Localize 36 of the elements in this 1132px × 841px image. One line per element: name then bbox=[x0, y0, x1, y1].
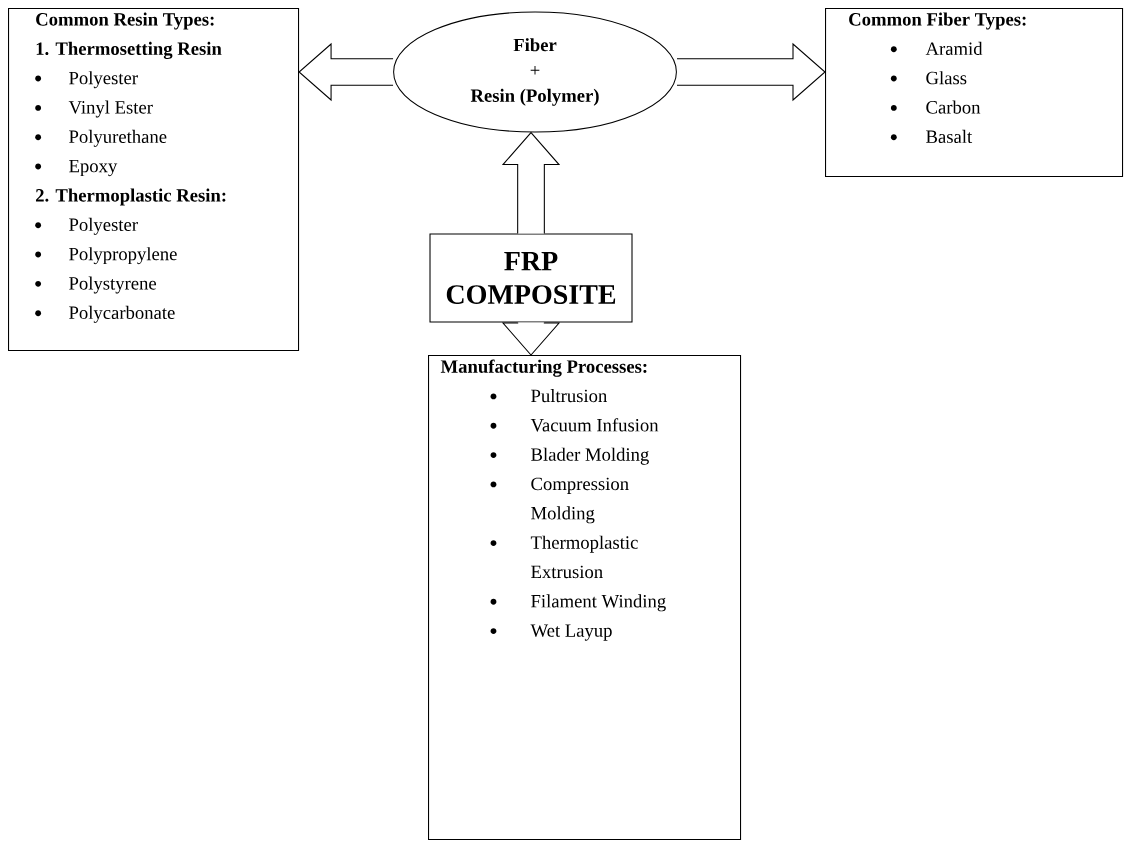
ellipse-label: Resin (Polymer) bbox=[470, 88, 599, 106]
list-item: Vinyl Ester bbox=[35, 100, 153, 118]
box-heading: Manufacturing Processes: bbox=[440, 359, 647, 377]
list-item: Filament Winding bbox=[490, 594, 666, 612]
list-box bbox=[825, 8, 1124, 178]
list-item: Carbon bbox=[890, 100, 981, 114]
box-heading: 2. Thermoplastic Resin: bbox=[36, 188, 226, 206]
list-item: Basalt bbox=[890, 129, 973, 143]
list-item: Aramid bbox=[890, 41, 983, 55]
list-item: Blader Molding bbox=[490, 447, 649, 465]
list-item: Polypropylene bbox=[35, 247, 177, 265]
title-box: FRP COMPOSITE bbox=[429, 233, 633, 323]
list-item: Polycarbonate bbox=[35, 305, 175, 323]
list-item: Polyester bbox=[35, 217, 138, 235]
box-heading: 1. Thermosetting Resin bbox=[36, 41, 222, 59]
list-item: Vacuum Infusion bbox=[490, 418, 659, 432]
block-arrow bbox=[676, 42, 826, 102]
ellipse-label: Fiber bbox=[513, 38, 557, 52]
ellipse bbox=[393, 11, 677, 133]
list-item: Epoxy bbox=[35, 159, 118, 177]
list-item: Polystyrene bbox=[35, 276, 157, 294]
box-heading: Common Resin Types: bbox=[36, 12, 214, 30]
list-item: Thermoplastic Extrusion bbox=[490, 535, 638, 579]
block-arrow bbox=[298, 42, 394, 102]
list-item: Wet Layup bbox=[490, 624, 612, 641]
ellipse-label: + bbox=[530, 65, 540, 75]
list-box bbox=[8, 8, 300, 352]
list-box bbox=[428, 355, 742, 841]
box-heading: Common Fiber Types: bbox=[849, 12, 1026, 30]
list-item: Polyester bbox=[35, 71, 138, 89]
block-arrow bbox=[501, 322, 561, 356]
block-arrow bbox=[501, 131, 561, 234]
list-item: Pultrusion bbox=[490, 389, 607, 403]
list-item: Polyurethane bbox=[35, 129, 167, 147]
list-item: Compression Molding bbox=[490, 477, 629, 524]
list-item: Glass bbox=[890, 71, 967, 85]
